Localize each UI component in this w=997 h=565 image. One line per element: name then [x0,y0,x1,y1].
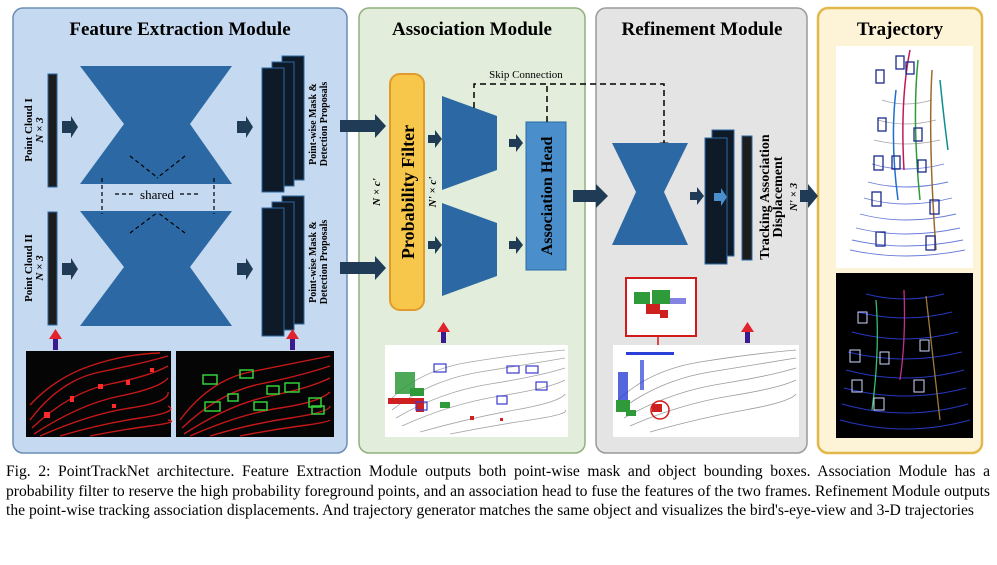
association-head-label: Association Head [539,137,556,256]
displacement-label-1: Tracking Association [758,134,773,260]
filter-input-shape: N × c' [371,178,383,207]
arrow-filter-to-enc-bottom [428,236,442,254]
displacement-shape: N' × 3 [788,182,800,212]
skip-connection-line [473,83,669,152]
feature-stack-bottom [261,195,305,337]
arrow-to-trajectory [800,184,818,208]
feature-stack-top [261,55,305,193]
probability-filter-box [389,73,425,311]
refinement-module-title: Refinement Module [622,19,783,40]
filter-output-shape: N' × c' [427,177,439,209]
trajectory-3d-image [836,273,973,438]
refinement-network [612,143,688,245]
probability-filter-label: Probability Filter [398,125,418,259]
point-cloud-1-label: Point Cloud I [23,98,35,162]
feature-module-title: Feature Extraction Module [69,19,290,40]
mask-proposals-label-top-2: Detection Proposals [319,82,330,167]
association-encoder-top [442,96,497,190]
displacement-label-2: Displacement [771,156,786,237]
figure-caption: Fig. 2: PointTrackNet architecture. Feat… [6,463,990,519]
arrow-to-refinement [573,184,608,208]
point-cloud-2-bar [47,211,58,326]
association-module-title: Association Module [392,19,552,40]
feature-network-bottom [80,211,232,326]
lidar-image-raw [26,351,173,437]
association-lidar-image [385,345,568,437]
mask-proposals-label-bottom-1: Point-wise Mask & [308,221,319,303]
arrow-enc-top-to-head [509,134,523,152]
arrow-refine-to-stack [690,187,704,205]
trajectory-title: Trajectory [857,19,944,40]
arrow-pc1-to-encoder [62,116,78,138]
arrow-to-association-top [340,114,386,138]
arrow-enc-bottom-to-head [509,236,523,254]
arrow-pc2-to-encoder [62,258,78,280]
point-cloud-2-shape: N × 3 [34,255,46,282]
refinement-lidar-image [613,345,799,437]
shared-label: shared [140,187,174,202]
shared-weights-indicator [101,155,215,234]
up-arrow-association [437,322,450,343]
up-arrow-refinement [741,322,754,343]
mask-proposals-label-top-1: Point-wise Mask & [308,83,319,165]
mask-proposals-label-bottom-2: Detection Proposals [319,220,330,305]
feature-network-top [80,66,232,184]
trajectory-bev-image [836,46,973,268]
displacement-output-bar [741,135,753,261]
arrow-to-association-bottom [340,256,386,280]
point-cloud-1-shape: N × 3 [34,117,46,144]
arrow-encoder1-to-features [237,116,253,138]
skip-connection-label: Skip Connection [489,69,563,81]
up-arrow-right [286,329,299,350]
up-arrow-left [49,329,62,350]
arrow-filter-to-enc-top [428,130,442,148]
lidar-image-detections [176,351,334,437]
arrow-encoder2-to-features [237,258,253,280]
point-cloud-2-label: Point Cloud II [23,234,35,302]
refinement-module-panel [595,7,808,454]
point-cloud-1-bar [47,73,58,188]
arrow-stack-to-output [714,188,727,206]
association-encoder-bottom [442,203,497,296]
association-head-box [525,121,567,271]
architecture-diagram: Feature Extraction Module Association Mo… [12,6,984,455]
